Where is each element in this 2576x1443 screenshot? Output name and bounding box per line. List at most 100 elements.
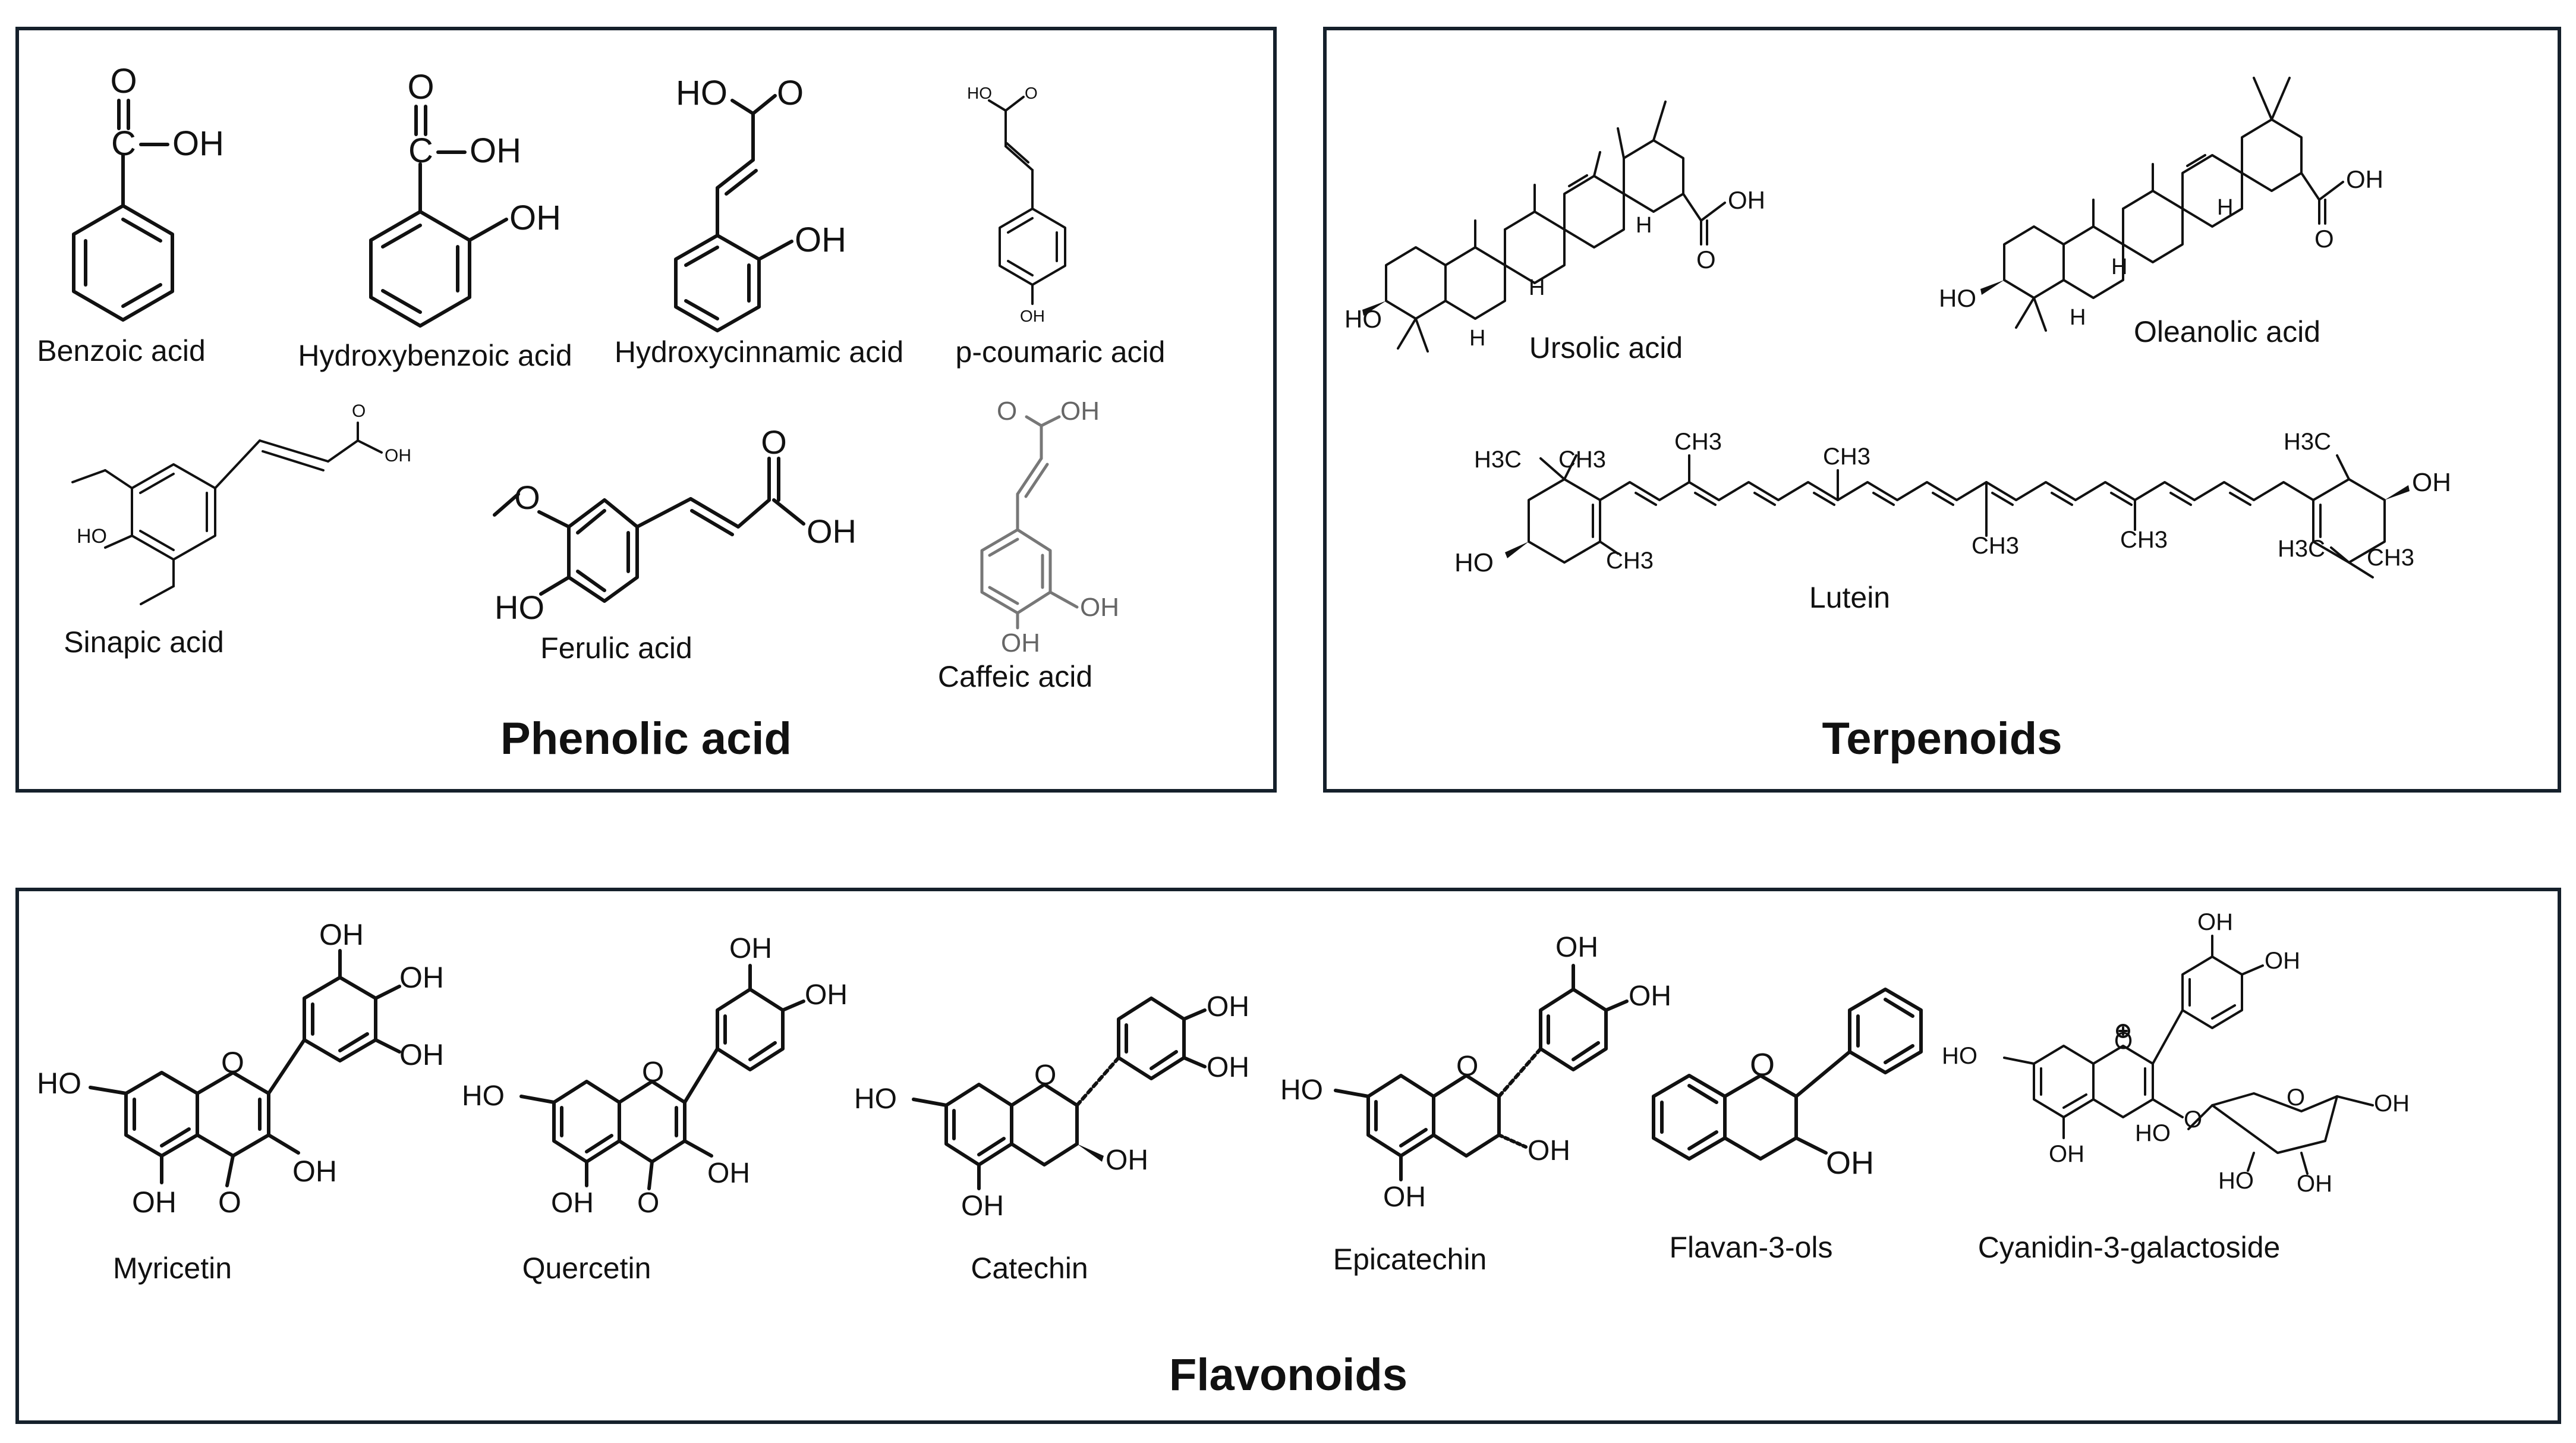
molecule-label: Lutein xyxy=(1809,581,1891,614)
atom-label: O xyxy=(2314,225,2334,253)
atom-label: OH xyxy=(807,513,856,550)
atom-label: OH xyxy=(1728,186,1765,214)
myricetin-structure: HO O OH OH OH OH OH O xyxy=(37,918,444,1219)
atom-label: OH xyxy=(1001,628,1040,658)
atom-label: OH xyxy=(961,1190,1004,1222)
atom-label: CH3 xyxy=(2367,545,2414,571)
atom-label: H xyxy=(1529,275,1545,300)
atom-label: OH xyxy=(1207,991,1249,1023)
atom-label: H xyxy=(1469,326,1485,351)
atom-label: CH3 xyxy=(1558,447,1606,473)
panel-terpenoids: HO H H H OH O Ursolic acid xyxy=(1323,27,2561,793)
atom-label: OH xyxy=(707,1158,750,1189)
atom-label: O xyxy=(637,1187,659,1219)
atom-label: OH xyxy=(805,979,848,1011)
molecule-label: Hydroxybenzoic acid xyxy=(298,339,572,372)
atom-label: CH3 xyxy=(1606,548,1654,574)
molecule-label: Myricetin xyxy=(112,1252,232,1285)
oleanolic-acid-structure: HO H H H OH O xyxy=(1939,77,2383,332)
atom-label: C xyxy=(408,131,433,170)
atom-label: CH3 xyxy=(1823,444,1870,470)
atom-label: CH3 xyxy=(2120,527,2168,553)
hydroxybenzoic-acid-structure: O C OH OH xyxy=(369,68,561,328)
lutein-structure: H3C CH3 CH3 CH3 CH3 CH3 H3C OH HO CH3 H3… xyxy=(1454,429,2451,579)
atom-label: O xyxy=(110,62,137,100)
molecule-label: Benzoic acid xyxy=(37,334,206,367)
panel-flavonoids: HO O OH OH OH OH OH O Myricetin xyxy=(15,888,2561,1424)
atom-label: O xyxy=(642,1057,664,1088)
molecule-label: Oleanolic acid xyxy=(2133,315,2321,348)
atom-label: HO xyxy=(1280,1074,1323,1106)
cyanidin-3-galactoside-structure: HO O OH OH O O OH HO HO OH OH xyxy=(1942,909,2410,1197)
atom-label: OH xyxy=(2297,1171,2332,1197)
atom-label: O xyxy=(997,397,1017,426)
atom-label: O xyxy=(761,423,787,461)
molecule-label: Flavan-3-ols xyxy=(1669,1231,1833,1264)
atom-label: HO xyxy=(37,1067,81,1100)
atom-label: OH xyxy=(319,918,364,951)
molecule-label: Catechin xyxy=(971,1252,1088,1285)
atom-label: CH3 xyxy=(1972,533,2019,559)
atom-label: HO xyxy=(2135,1120,2171,1146)
atom-label: OH xyxy=(1826,1145,1874,1181)
atom-label: HO xyxy=(676,74,728,112)
atom-label: OH xyxy=(172,124,224,163)
panel-phenolic-acid: O C OH Benzoic acid O C OH OH Hydroxyben… xyxy=(15,27,1277,793)
p-coumaric-acid-structure: HO O OH xyxy=(967,84,1066,325)
atom-label: HO xyxy=(77,525,107,548)
atom-label: O xyxy=(221,1046,244,1079)
ferulic-acid-structure: O HO O OH xyxy=(493,423,856,626)
atom-label: OH xyxy=(1383,1181,1426,1213)
hydroxycinnamic-acid-structure: HO O OH xyxy=(674,74,846,332)
molecule-label: Sinapic acid xyxy=(64,625,224,659)
atom-label: OH xyxy=(1629,980,1671,1012)
molecule-label: Ferulic acid xyxy=(540,631,692,665)
atom-label: O xyxy=(777,74,804,112)
atom-label: HO xyxy=(1454,548,1494,577)
molecule-label: Ursolic acid xyxy=(1529,331,1683,364)
sinapic-acid-structure: O OH HO xyxy=(71,401,411,605)
epicatechin-structure: HO O OH OH OH OH xyxy=(1280,932,1671,1213)
molecule-label: Caffeic acid xyxy=(937,660,1093,693)
atom-label: OH xyxy=(2346,165,2383,193)
atom-label: OH xyxy=(509,199,561,237)
atom-label: HO xyxy=(967,84,992,102)
atom-label: OH xyxy=(292,1155,337,1188)
atom-label: HO xyxy=(2218,1168,2254,1194)
benzoic-acid-structure: O C OH xyxy=(72,62,224,322)
atom-label: HO xyxy=(495,589,544,626)
atom-label: O xyxy=(2287,1084,2305,1111)
atom-label: O xyxy=(1034,1060,1056,1091)
caffeic-acid-structure: O OH OH OH xyxy=(980,397,1119,658)
atom-label: OH xyxy=(551,1187,594,1219)
atom-label: OH xyxy=(2412,468,2451,497)
atom-label: HO xyxy=(1344,305,1382,333)
atom-label: HO xyxy=(854,1083,897,1115)
atom-label: OH xyxy=(132,1186,177,1219)
molecule-label: p-coumaric acid xyxy=(955,335,1166,369)
molecule-label: Hydroxycinnamic acid xyxy=(614,335,904,369)
atom-label: OH xyxy=(399,961,444,994)
atom-label: OH xyxy=(399,1038,444,1071)
atom-label: OH xyxy=(795,221,846,259)
atom-label: HO xyxy=(1942,1043,1977,1069)
flavan-3-ols-structure: O OH xyxy=(1652,988,1923,1181)
atom-label: OH xyxy=(1207,1052,1249,1083)
catechin-structure: HO O OH OH OH OH xyxy=(854,991,1249,1222)
atom-label: OH xyxy=(1060,397,1100,426)
molecule-label: Quercetin xyxy=(522,1252,651,1285)
atom-label: H3C xyxy=(1474,447,1522,473)
panel-title: Phenolic acid xyxy=(500,713,792,764)
atom-label: O xyxy=(1696,246,1716,273)
atom-label: H3C xyxy=(2284,429,2331,455)
atom-label: O xyxy=(2114,1028,2133,1054)
atom-label: O xyxy=(514,479,540,516)
atom-label: OH xyxy=(2265,948,2300,974)
atom-label: O xyxy=(352,401,366,421)
atom-label: OH xyxy=(1106,1145,1148,1176)
atom-label: O xyxy=(1456,1051,1478,1082)
atom-label: OH xyxy=(1080,593,1119,622)
atom-label: O xyxy=(218,1186,241,1219)
atom-label: OH xyxy=(1528,1135,1570,1167)
atom-label: O xyxy=(2184,1106,2202,1133)
